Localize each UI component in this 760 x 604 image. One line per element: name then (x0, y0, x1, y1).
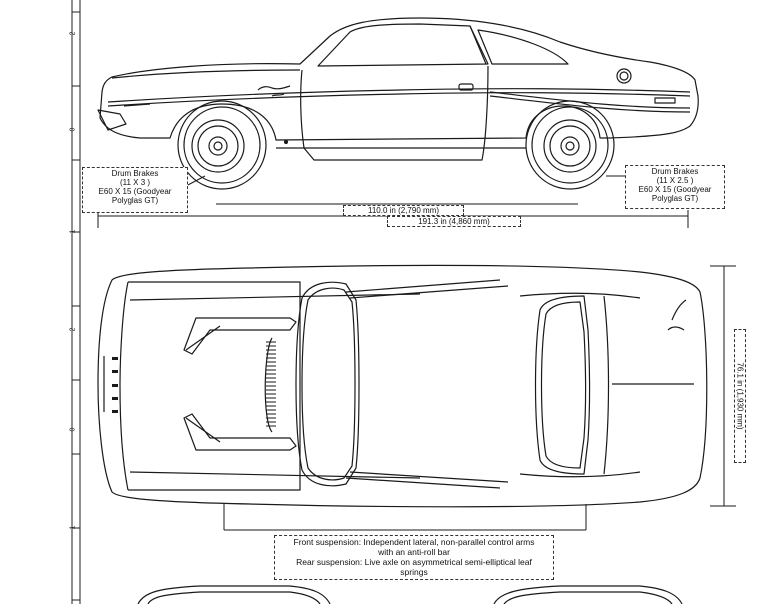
front-brake-line: (11 X 3 ) (119, 178, 151, 187)
rear-brake-line: Polyglas GT) (651, 194, 699, 203)
ruler-mark: 2 (69, 327, 77, 332)
front-brake-line: E60 X 15 (Goodyear (98, 187, 172, 196)
front-brake-note: Drum Brakes (11 X 3 ) E60 X 15 (Goodyear… (82, 167, 188, 213)
suspension-note: Front suspension: Independent lateral, n… (274, 535, 554, 580)
wheelbase-label: 110.0 in (2,790 mm) (343, 205, 464, 216)
suspension-line: with an anti-roll bar (378, 547, 450, 557)
rear-brake-line: (11 X 2.5 ) (656, 176, 694, 185)
front-brake-line: Polyglas GT) (111, 196, 159, 205)
top-view-car (97, 264, 708, 508)
side-view-car (97, 17, 699, 161)
overall-width-text: 76.1 in (1,930 mm) (735, 362, 745, 430)
front-brake-line: Drum Brakes (111, 169, 159, 178)
ruler-mark: 2 (69, 31, 77, 36)
rear-brake-note: Drum Brakes (11 X 2.5 ) E60 X 15 (Goodye… (625, 165, 725, 209)
bottom-partial-views (137, 585, 683, 604)
front-wheel-side (177, 100, 267, 190)
front-grille-markers (112, 357, 118, 413)
rear-brake-line: Drum Brakes (651, 167, 699, 176)
overall-length-label: 191.3 in (4,860 mm) (387, 216, 521, 227)
rear-wheel-side (525, 100, 615, 190)
left-ruler (71, 0, 81, 604)
suspension-line: springs (400, 567, 428, 577)
suspension-line: Front suspension: Independent lateral, n… (293, 537, 535, 547)
rear-brake-line: E60 X 15 (Goodyear (638, 185, 712, 194)
ruler-mark: 0 (69, 127, 77, 132)
ruler-mark: 1 (69, 229, 77, 234)
ruler-mark: 0 (69, 427, 77, 432)
top-dimension-lines (223, 265, 736, 531)
hood-grille-slots (266, 341, 276, 427)
overall-width-label: 76.1 in (1,930 mm) (734, 329, 746, 463)
suspension-line: Rear suspension: Live axle on asymmetric… (296, 557, 532, 567)
ruler-mark: 1 (69, 525, 77, 530)
